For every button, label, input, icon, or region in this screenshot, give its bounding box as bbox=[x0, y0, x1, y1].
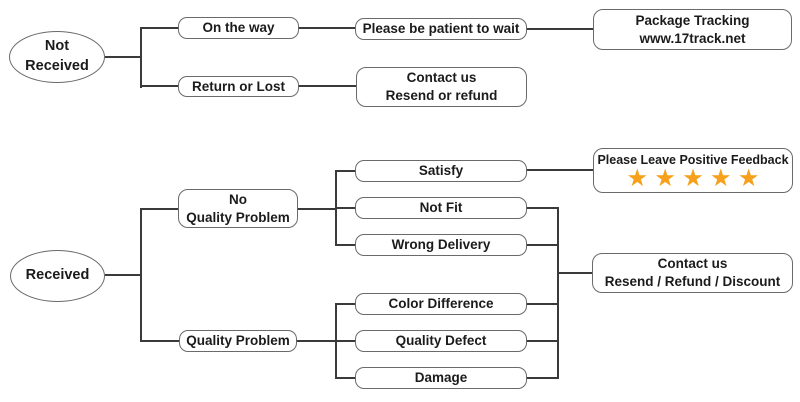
connector-line bbox=[105, 274, 140, 276]
connector-line bbox=[297, 340, 335, 342]
star-icon: ★ bbox=[739, 167, 759, 191]
node-color-difference: Color Difference bbox=[355, 293, 527, 315]
node-not-received: Not Received bbox=[9, 31, 105, 83]
node-wrong-delivery: Wrong Delivery bbox=[355, 234, 527, 256]
node-package-tracking: Package Tracking www.17track.net bbox=[593, 9, 792, 50]
node-label: Quality Defect bbox=[395, 333, 487, 349]
node-not-fit: Not Fit bbox=[355, 197, 527, 219]
connector-line bbox=[337, 207, 355, 209]
node-label: Satisfy bbox=[418, 163, 464, 179]
node-label: Received bbox=[25, 267, 90, 284]
node-label: Package Tracking bbox=[635, 12, 750, 28]
connector-line bbox=[337, 303, 355, 305]
node-label: Please be patient to wait bbox=[362, 21, 520, 37]
node-label: Not Fit bbox=[419, 200, 463, 216]
connector-line bbox=[299, 85, 356, 87]
connector-line bbox=[527, 377, 558, 379]
connector-line bbox=[140, 27, 142, 88]
node-positive-feedback: Please Leave Positive Feedback ★ ★ ★ ★ ★ bbox=[593, 148, 793, 193]
connector-line bbox=[527, 340, 558, 342]
connector-line bbox=[337, 170, 355, 172]
connector-line bbox=[142, 85, 178, 87]
connector-line bbox=[142, 27, 178, 29]
connector-line bbox=[142, 340, 179, 342]
node-label: Damage bbox=[414, 370, 468, 386]
connector-line bbox=[527, 207, 558, 209]
node-label: Quality Problem bbox=[186, 209, 290, 225]
connector-line bbox=[527, 303, 558, 305]
connector-line bbox=[298, 208, 335, 210]
connector-line bbox=[335, 170, 337, 246]
node-be-patient: Please be patient to wait bbox=[355, 18, 527, 40]
node-label: Return or Lost bbox=[192, 78, 285, 94]
connector-line bbox=[337, 377, 355, 379]
connector-line bbox=[142, 208, 178, 210]
node-label: No bbox=[229, 191, 247, 207]
node-label: Quality Problem bbox=[186, 333, 290, 349]
node-damage: Damage bbox=[355, 367, 527, 389]
connector-line bbox=[527, 169, 593, 171]
connector-line bbox=[559, 272, 592, 274]
connector-line bbox=[140, 208, 142, 342]
connector-line bbox=[337, 244, 355, 246]
node-label: www.17track.net bbox=[639, 30, 746, 46]
star-icon: ★ bbox=[683, 167, 703, 191]
node-label: Contact us bbox=[406, 70, 477, 86]
node-quality-defect: Quality Defect bbox=[355, 330, 527, 352]
star-icon: ★ bbox=[627, 167, 647, 191]
connector-line bbox=[557, 207, 559, 379]
node-on-the-way: On the way bbox=[178, 17, 299, 39]
connector-line bbox=[335, 303, 337, 379]
node-label: Please Leave Positive Feedback bbox=[597, 152, 789, 167]
node-satisfy: Satisfy bbox=[355, 160, 527, 182]
node-label: Resend / Refund / Discount bbox=[604, 274, 781, 289]
node-contact-resend-refund: Contact us Resend or refund bbox=[356, 67, 527, 107]
node-return-or-lost: Return or Lost bbox=[178, 76, 299, 97]
node-label: Color Difference bbox=[388, 296, 494, 312]
connector-line bbox=[527, 244, 558, 246]
star-icon: ★ bbox=[711, 167, 731, 191]
node-label: Resend or refund bbox=[385, 88, 498, 103]
node-received: Received bbox=[10, 250, 105, 302]
star-rating: ★ ★ ★ ★ ★ bbox=[627, 167, 759, 191]
node-label: On the way bbox=[202, 20, 275, 36]
node-quality-problem: Quality Problem bbox=[179, 330, 297, 352]
node-label: Wrong Delivery bbox=[391, 237, 491, 253]
node-no-quality-problem: No Quality Problem bbox=[178, 189, 298, 228]
node-label: Not Received bbox=[25, 38, 89, 74]
node-label: Contact us bbox=[657, 256, 728, 272]
connector-line bbox=[299, 27, 355, 29]
connector-line bbox=[105, 56, 141, 58]
star-icon: ★ bbox=[655, 167, 675, 191]
connector-line bbox=[337, 340, 355, 342]
connector-line bbox=[527, 28, 593, 30]
node-contact-final: Contact us Resend / Refund / Discount bbox=[592, 253, 793, 293]
